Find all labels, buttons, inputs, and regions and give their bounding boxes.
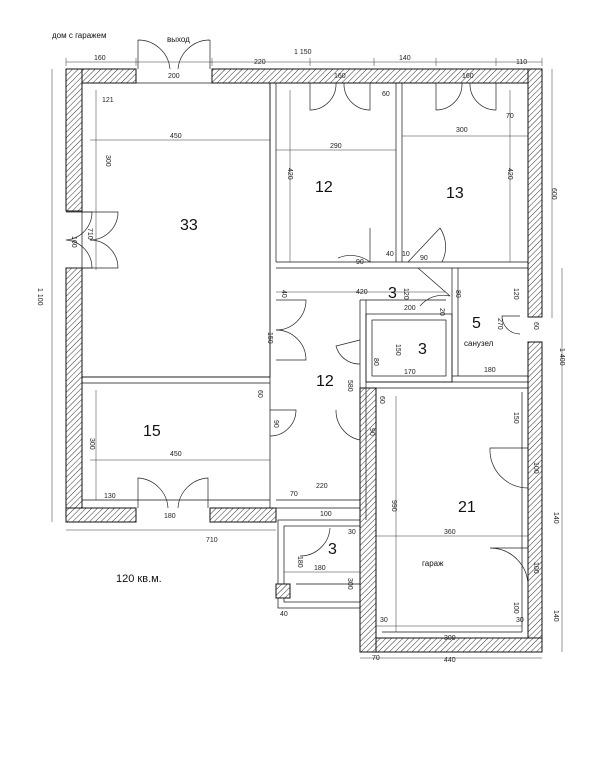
dim-label: 140 [552,512,559,524]
dim-label: 360 [444,529,456,536]
dim-label: 270 [496,318,503,330]
dim-label: 300 [88,438,95,450]
dim-label: 440 [444,657,456,664]
dim-label: 220 [316,483,328,490]
dim-label: 300 [444,635,456,642]
dim-label: 90 [272,420,279,428]
room-3-closet: 3 [418,341,427,358]
dim-label: 121 [102,97,114,104]
dim-label: 100 [320,511,332,518]
dim-label: 150 [266,332,273,344]
interior-walls [81,82,528,633]
room-12-top: 12 [315,179,333,196]
dimension-lines [51,58,563,659]
dim-label: 710 [86,228,93,240]
plan-title: дом с гаражем [52,31,106,40]
dim-label: 120 [402,288,409,300]
dim-label: 420 [356,289,368,296]
dimension-labels: 160 200 220 1 150 160 140 160 110 121 60… [36,49,565,664]
dim-label: 150 [512,412,519,424]
exterior-walls [65,68,543,653]
dim-label: 60 [256,390,263,398]
dim-label: 290 [330,143,342,150]
room-12-corridor: 12 [316,373,334,390]
dim-label: 40 [280,290,287,298]
bathroom-label: санузел [464,339,494,348]
dim-label: 420 [286,168,293,180]
dim-label: 160 [334,73,346,80]
dim-label: 120 [512,288,519,300]
dim-label: 130 [104,493,116,500]
dim-label: 90 [356,259,364,266]
dim-label: 420 [506,168,513,180]
dim-label: 150 [394,344,401,356]
dim-label: 20 [438,308,445,316]
dim-label: 1 100 [36,288,43,306]
dim-label: 200 [168,73,180,80]
dim-label: 110 [516,59,527,66]
dim-label: 180 [296,556,303,568]
dim-label: 60 [378,396,385,404]
dim-label: 1 400 [558,348,565,366]
dim-label: 140 [399,55,411,62]
exit-label: выход [167,35,190,44]
dim-label: 80 [454,290,461,298]
dim-label: 90 [420,255,428,262]
dim-label: 140 [552,610,559,622]
room-15: 15 [143,423,161,440]
dim-label: 30 [380,617,388,624]
room-21-garage: 21 [458,499,476,516]
dim-label: 180 [484,367,496,374]
room-13: 13 [446,185,464,202]
dim-label: 580 [346,380,353,392]
dim-label: 200 [404,305,416,312]
dim-label: 180 [164,513,176,520]
dim-label: 90 [368,428,375,436]
dim-label: 300 [456,127,468,134]
dim-label: 1 150 [294,49,312,56]
dim-label: 300 [104,155,111,167]
dim-label: 100 [532,462,539,474]
dim-label: 450 [170,451,182,458]
dim-label: 180 [314,565,326,572]
dim-label: 160 [94,55,106,62]
dim-label: 70 [290,491,298,498]
dim-label: 40 [280,611,288,618]
dim-label: 100 [532,562,539,574]
room-33: 33 [180,217,198,234]
garage-label: гараж [422,559,444,568]
dim-label: 300 [346,578,353,590]
dim-label: 170 [404,369,416,376]
dim-label: 70 [372,655,380,662]
room-3-hall: 3 [388,285,397,302]
dim-label: 30 [348,529,356,536]
total-area: 120 кв.м. [116,573,162,585]
dim-label: 160 [70,236,77,248]
dim-label: 990 [390,500,397,512]
dim-label: 100 [512,602,519,614]
dim-label: 160 [462,73,474,80]
dim-label: 30 [516,617,524,624]
dim-label: 710 [206,537,218,544]
dim-label: 600 [550,188,557,200]
dim-label: 80 [372,358,379,366]
dim-label: 450 [170,133,182,140]
doors [65,39,529,587]
dim-label: 40 [386,251,394,258]
dim-label: 60 [382,91,390,98]
room-3-porch: 3 [328,541,337,558]
dim-label: 10 [402,251,410,258]
room-5-bathroom: 5 [472,315,481,332]
dim-label: 70 [506,113,514,120]
dim-label: 60 [532,322,539,330]
dim-label: 220 [254,59,266,66]
